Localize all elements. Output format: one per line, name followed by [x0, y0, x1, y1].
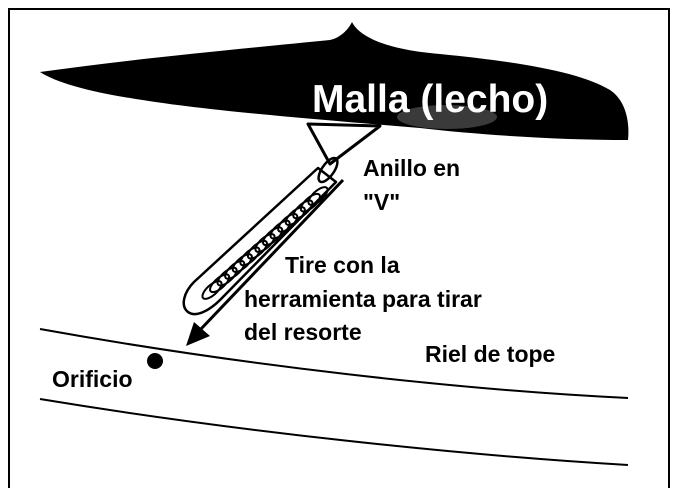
stop-rail-bottom [39, 398, 629, 466]
spring-coils [201, 186, 329, 300]
spring-coil [299, 192, 321, 213]
stop-rail-label: Riel de tope [425, 341, 555, 367]
spring-coil [224, 260, 246, 280]
hole-label: Orificio [52, 366, 133, 392]
v-ring-label-line1: Anillo en [363, 155, 460, 181]
mat-title: Malla (lecho) [312, 78, 548, 121]
pull-arrow-head [186, 322, 210, 346]
spring-coil [216, 266, 238, 287]
stop-rail-top [39, 328, 629, 399]
spring-coil [231, 253, 253, 273]
spring-coil [246, 239, 268, 260]
spring-body [182, 166, 338, 316]
spring-coil [262, 226, 284, 247]
spring-coil [201, 280, 223, 300]
spring-coil [239, 246, 261, 267]
hole-dot [147, 353, 163, 369]
v-ring [306, 122, 382, 166]
spring-hook [317, 156, 339, 184]
spring-coil [307, 186, 329, 206]
pull-arrow-shaft [198, 178, 345, 332]
spring-coil [269, 219, 291, 240]
pull-label-line1: Tire con la [285, 252, 400, 278]
diagram-frame [8, 8, 670, 488]
spring-coil [277, 213, 299, 233]
mat-highlight [397, 105, 497, 129]
spring-coil [284, 206, 306, 226]
spring-coil [292, 199, 314, 220]
pull-label-line2: herramienta para tirar [244, 286, 482, 312]
pull-label-line3: del resorte [244, 319, 362, 345]
v-ring-label-line2: "V" [363, 189, 400, 215]
spring-coil [209, 273, 231, 294]
spring-coil [254, 233, 276, 253]
